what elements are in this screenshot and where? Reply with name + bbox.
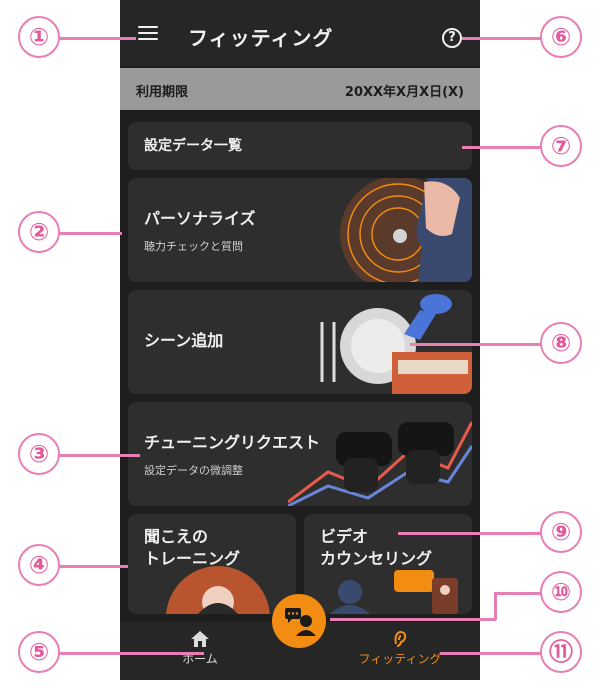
callout-line-1 — [58, 37, 136, 40]
counseling-illustration — [330, 570, 458, 614]
callout-6: ⑥ — [540, 16, 582, 58]
callout-line-9 — [398, 532, 542, 535]
callout-line-8 — [410, 343, 542, 346]
callout-4: ④ — [18, 544, 60, 586]
tuning-title: チューニングリクエスト — [144, 433, 321, 452]
settings-list-button[interactable]: 設定データ一覧 — [128, 122, 472, 170]
personalize-card[interactable]: パーソナライズ 聴力チェックと質問 — [128, 178, 472, 282]
callout-7: ⑦ — [540, 125, 582, 167]
counseling-title-line2: カウンセリング — [320, 549, 433, 568]
callout-line-5 — [58, 652, 204, 655]
nav-home[interactable]: ホーム — [140, 630, 260, 667]
callout-line-3 — [58, 454, 140, 457]
personalize-illustration — [340, 178, 472, 282]
callout-line-10c — [494, 592, 542, 595]
hamburger-menu-icon[interactable] — [134, 22, 162, 46]
callout-line-2 — [58, 232, 122, 235]
tuning-request-card[interactable]: チューニングリクエスト 設定データの微調整 — [128, 402, 472, 506]
video-counseling-card[interactable]: ビデオ カウンセリング — [304, 514, 472, 614]
ear-icon — [394, 630, 407, 647]
training-title-line2: トレーニング — [144, 549, 241, 568]
training-title-line1: 聞こえの — [144, 527, 209, 546]
nav-fitting[interactable]: フィッティング — [340, 630, 460, 667]
expiry-label: 利用期限 — [136, 85, 189, 100]
callout-3: ③ — [18, 433, 60, 475]
question-circle-icon[interactable]: ? — [442, 28, 462, 48]
phone-screen: フィッティング ? 利用期限 20XX年X月X日(X) 設定データ一覧 パーソナ… — [120, 0, 480, 680]
personalize-title: パーソナライズ — [144, 209, 256, 228]
tuning-subtitle: 設定データの微調整 — [144, 464, 243, 477]
page-title: フィッティング — [188, 26, 334, 50]
callout-1: ① — [18, 16, 60, 58]
callout-line-6 — [462, 37, 542, 40]
hearing-training-card[interactable]: 聞こえの トレーニング — [128, 514, 296, 614]
callout-11: ⑪ — [540, 631, 582, 673]
expiry-date: 20XX年X月X日(X) — [344, 85, 464, 100]
chat-person-icon — [285, 608, 316, 636]
add-scene-illustration — [320, 294, 472, 394]
app-bar: フィッティング ? — [120, 0, 480, 66]
training-illustration — [166, 566, 270, 614]
callout-9: ⑨ — [540, 511, 582, 553]
chat-support-button[interactable] — [272, 594, 326, 648]
callout-line-10a — [330, 618, 496, 621]
counseling-title-line1: ビデオ — [320, 527, 369, 546]
settings-list-label: 設定データ一覧 — [144, 138, 242, 154]
home-icon — [191, 631, 209, 647]
callout-5: ⑤ — [18, 631, 60, 673]
expiry-bar: 利用期限 20XX年X月X日(X) — [120, 68, 480, 110]
callout-2: ② — [18, 211, 60, 253]
add-scene-card[interactable]: シーン追加 — [128, 290, 472, 394]
nav-home-label: ホーム — [182, 652, 218, 666]
add-scene-title: シーン追加 — [144, 331, 224, 350]
callout-line-11 — [440, 652, 542, 655]
tuning-illustration — [288, 421, 472, 506]
personalize-subtitle: 聴力チェックと質問 — [144, 240, 243, 253]
callout-line-4 — [58, 565, 128, 568]
callout-10: ⑩ — [540, 571, 582, 613]
nav-fitting-label: フィッティング — [358, 652, 442, 666]
callout-line-7 — [462, 146, 542, 149]
callout-line-10b — [494, 592, 497, 620]
callout-8: ⑧ — [540, 322, 582, 364]
